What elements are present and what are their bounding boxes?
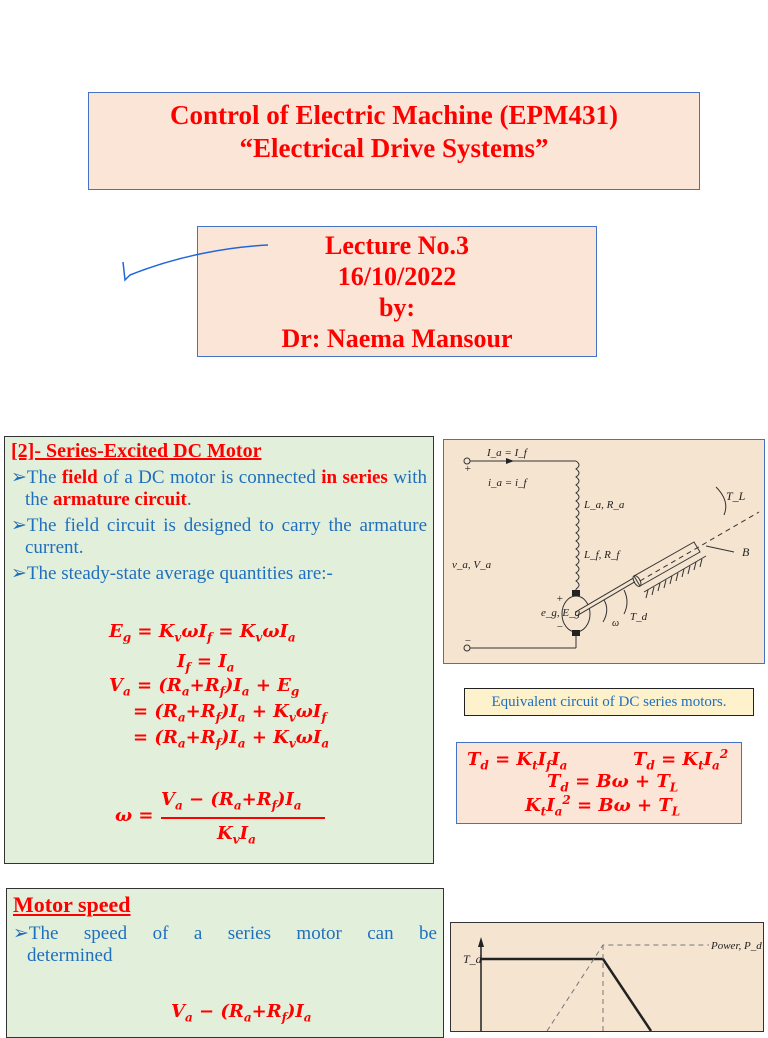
motor-speed-heading: Motor speed — [13, 892, 131, 917]
equation-td4: KtIa2 = Bω + TL — [525, 793, 681, 819]
label-dev-torque: T_d — [630, 611, 648, 623]
torque-equations-box: Td = KtIfIa Td = KtIa2 Td = Bω + TL KtIa… — [456, 742, 742, 824]
section-heading: [2]- Series-Excited DC Motor — [11, 440, 262, 462]
text: The steady-state average quantities are:… — [26, 563, 333, 584]
text: The speed of a series motor can be deter… — [27, 923, 437, 966]
terminal-minus — [463, 644, 471, 652]
label-emf: e_g, E_g — [541, 607, 581, 619]
equation-va3: = (Ra+Rf)Ia + KvωIa — [133, 727, 330, 751]
pen-annotation-icon — [122, 244, 269, 282]
bullet-field-circuit: ➢The field circuit is designed to carry … — [11, 515, 427, 559]
bullet-steady-state: ➢The steady-state average quantities are… — [11, 563, 427, 585]
label-armature: L_a, R_a — [583, 499, 625, 511]
figure-caption: Equivalent circuit of DC series motors. — [464, 688, 754, 716]
label-emf-minus: − — [556, 621, 563, 633]
y-axis-label: T_d — [463, 952, 483, 966]
shaft-axis — [639, 511, 760, 582]
label-voltage: v_a, V_a — [452, 559, 492, 571]
bullet-arrow-icon: ➢ — [11, 515, 27, 536]
speed-arrow — [602, 599, 608, 623]
equation-td3: Td = Bω + TL — [547, 771, 679, 795]
label-minus: − — [464, 635, 471, 647]
bullet-arrow-icon: ➢ — [11, 563, 27, 584]
equation-omega-denominator: KvIa — [217, 823, 256, 847]
equation-omega-numerator: Va − (Ra+Rf)Ia — [161, 789, 302, 813]
equation-omega-lhs: ω = — [115, 805, 154, 826]
label-current-small: i_a = i_f — [488, 477, 529, 489]
friction-arrow — [705, 545, 735, 553]
course-title: Control of Electric Machine (EPM431) — [170, 100, 618, 130]
emphasis: armature circuit — [52, 489, 187, 510]
torque-arrow — [623, 589, 628, 615]
load-torque-arrow — [715, 486, 727, 516]
bullet-speed: ➢The speed of a series motor can be dete… — [13, 923, 437, 967]
text: The field circuit is designed to carry t… — [25, 515, 427, 558]
author-name: Dr: Naema Mansour — [281, 324, 513, 353]
course-title-box: Control of Electric Machine (EPM431) “El… — [88, 92, 700, 190]
lecture-info-box: Lecture No.3 16/10/2022 by: Dr: Naema Ma… — [197, 226, 597, 357]
fraction-bar — [161, 817, 325, 819]
label-friction: B — [742, 545, 750, 559]
torque-curve — [481, 957, 653, 1032]
series-motor-circuit-diagram: I_a = I_f i_a = i_f + − L_a, R_a L_f, R_… — [443, 439, 765, 664]
equation-va2: = (Ra+Rf)Ia + KvωIf — [133, 701, 327, 725]
series-motor-panel: [2]- Series-Excited DC Motor ➢The field … — [4, 436, 434, 864]
emphasis: in series — [321, 467, 388, 488]
emphasis: field — [61, 467, 98, 488]
label-field: L_f, R_f — [583, 549, 621, 561]
text: with the — [25, 467, 427, 510]
power-label: Power, P_d — [710, 940, 762, 952]
bullet-arrow-icon: ➢ — [11, 467, 27, 488]
equation-va1: Va = (Ra+Rf)Ia + Eg — [109, 675, 300, 699]
equation-speed-numerator: Va − (Ra+Rf)Ia — [171, 1001, 312, 1025]
text: The — [26, 467, 62, 488]
torque-power-characteristic-chart: T_d Power, P_d — [450, 922, 764, 1032]
bullet-field-series: ➢The field of a DC motor is connected in… — [11, 467, 427, 511]
course-subtitle: “Electrical Drive Systems” — [239, 133, 549, 163]
text: of a DC motor is connected — [97, 467, 322, 488]
y-axis-arrow — [478, 937, 484, 947]
chart-svg: T_d Power, P_d — [463, 937, 762, 1032]
motor-speed-panel: Motor speed ➢The speed of a series motor… — [6, 888, 444, 1038]
by-label: by: — [378, 293, 416, 322]
lecture-date: 16/10/2022 — [337, 262, 457, 291]
inductor-coils — [575, 460, 580, 590]
equation-td1: Td = KtIfIa — [467, 749, 568, 773]
label-load-torque: T_L — [726, 489, 746, 503]
circuit-svg: I_a = I_f i_a = i_f + − L_a, R_a L_f, R_… — [452, 447, 760, 652]
equation-if: If = Ia — [177, 651, 235, 675]
lecture-number: Lecture No.3 — [325, 231, 469, 260]
label-speed: ω — [612, 618, 619, 629]
text: . — [186, 489, 192, 510]
label-emf-plus: + — [556, 593, 563, 605]
bullet-arrow-icon: ➢ — [13, 923, 29, 944]
equation-td2: Td = KtIa2 — [633, 747, 729, 773]
label-plus: + — [464, 463, 471, 475]
label-current-top: I_a = I_f — [486, 447, 529, 459]
equation-eg: Eg = KvωIf = KvωIa — [109, 621, 296, 645]
